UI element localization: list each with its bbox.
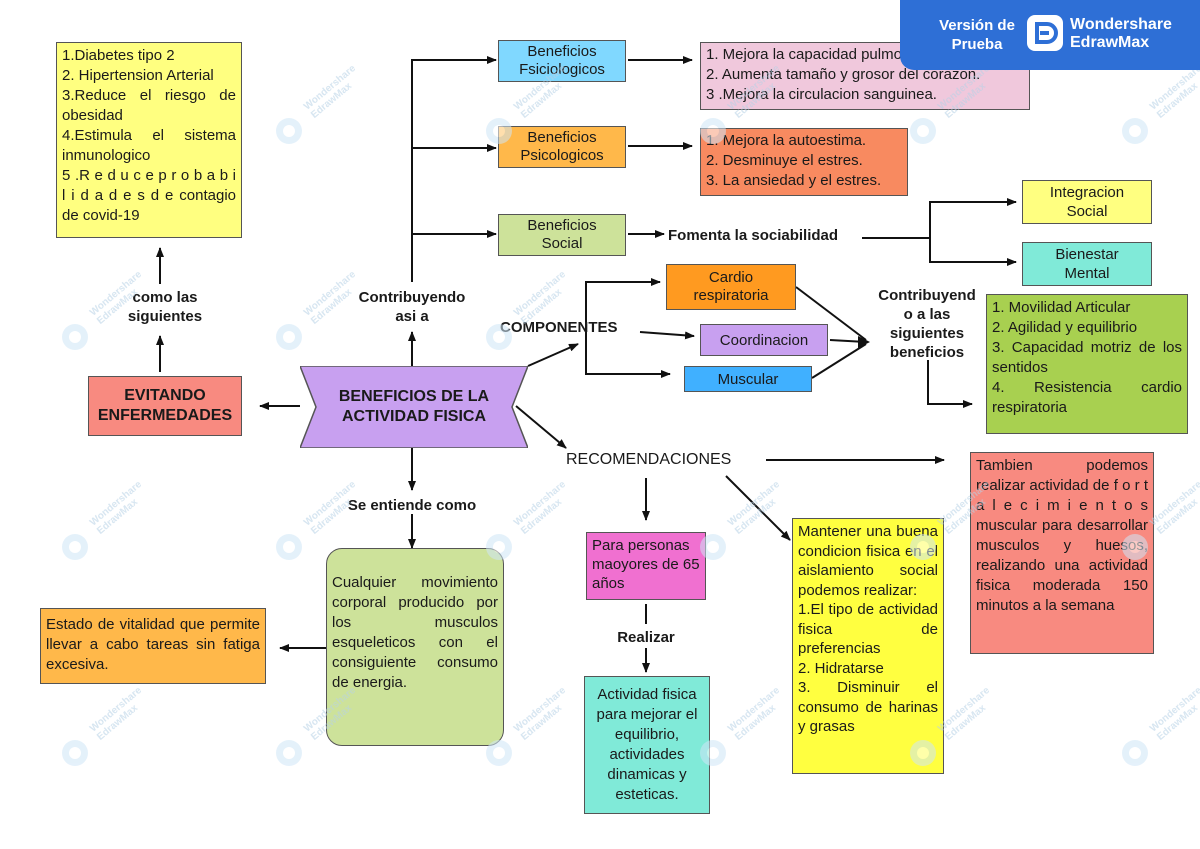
fisio-line2: Fsiciologicos: [519, 61, 605, 78]
label-fomenta-sociabilidad: Fomenta la sociabilidad: [668, 227, 839, 244]
como-line2: siguientes: [127, 308, 203, 325]
evitando-line1: EVITANDO: [124, 387, 206, 404]
integracion-line2: Social: [1066, 203, 1108, 220]
node-mantener-condicion: Mantener una buena condicion fisica en e…: [792, 518, 944, 774]
contrib-benef-line2: o a las: [903, 306, 951, 323]
arrow-to-comp-benefits: [927, 360, 973, 408]
enf-item-3: 3.Reduce el riesgo de obesidad: [62, 87, 236, 124]
node-beneficios-social: Beneficios Social: [498, 214, 626, 256]
bienestar-line2: Mental: [1064, 265, 1110, 282]
enf-item-1: 1.Diabetes tipo 2: [62, 47, 175, 64]
line-cardio-merge: [795, 286, 867, 341]
social-line2: Social: [541, 235, 583, 252]
node-bienestar-mental: Bienestar Mental: [1022, 242, 1152, 286]
mantener-item-3: 3. Disminuir el consumo de harinas y gra…: [798, 679, 938, 735]
label-recomendaciones: RECOMENDACIONES: [566, 451, 732, 468]
cardio-line2: respiratoria: [693, 287, 769, 304]
psico-item-2: 2. Desminuye el estres.: [706, 152, 863, 169]
label-como-las-siguientes: como las siguientes: [110, 288, 220, 326]
psico-item-3: 3. La ansiedad y el estres.: [706, 172, 882, 189]
tambien-text: Tambien podemos realizar actividad de f …: [976, 457, 1148, 614]
node-personas-mayores: Para personas maoyores de 65 años: [586, 532, 706, 600]
enf-item-2: 2. Hipertension Arterial: [62, 67, 214, 84]
arrow-to-muscular: [585, 344, 671, 378]
enf-item-4: 4.Estimula el sistema inmunologico: [62, 127, 236, 164]
arrow-to-coordinacion: [639, 331, 695, 340]
fisio-item-3: 3 .Mejora la circulacion sanguinea.: [706, 86, 937, 103]
arrow-to-mantener: [725, 475, 791, 541]
bienestar-line1: Bienestar: [1055, 246, 1119, 263]
evitando-line2: ENFERMEDADES: [97, 407, 233, 424]
psico-line2: Psicologicos: [520, 147, 604, 164]
contrib-line2: asi a: [395, 308, 429, 325]
arrow-to-cardio: [585, 278, 661, 344]
central-hexagon-shape: [300, 366, 528, 448]
actividad-text: Actividad fisica para mejorar el equilib…: [596, 686, 698, 803]
fisio-line1: Beneficios: [527, 43, 597, 60]
line-contribuyendo-trunk: [411, 56, 497, 282]
comp-item-2: 2. Agilidad y equilibrio: [992, 319, 1138, 336]
social-line1: Beneficios: [527, 217, 597, 234]
enf-item-5: 5 .R e d u c e p r o b a b i l i d a d e…: [62, 167, 236, 224]
psico-item-1: 1. Mejora la autoestima.: [706, 132, 867, 149]
node-enfermedades-list: 1.Diabetes tipo 2 2. Hipertension Arteri…: [56, 42, 242, 238]
mantener-intro: Mantener una buena condicion fisica en e…: [798, 523, 938, 599]
muscular-label: Muscular: [717, 370, 779, 388]
como-line1: como las: [132, 289, 198, 306]
central-title-line2: ACTIVIDAD FISICA: [342, 408, 486, 425]
node-integracion-social: Integracion Social: [1022, 180, 1152, 224]
node-psicologicos-list: 1. Mejora la autoestima. 2. Desminuye el…: [700, 128, 908, 196]
contrib-line1: Contribuyendo: [358, 289, 466, 306]
comp-item-3: 3. Capacidad motriz de los sentidos: [992, 339, 1182, 376]
line-musc-merge: [811, 343, 867, 379]
label-contribuyendo: Contribuyendo asi a: [342, 288, 482, 326]
integracion-line1: Integracion: [1049, 184, 1125, 201]
node-evitando-enfermedades: EVITANDO ENFERMEDADES: [88, 376, 242, 436]
merge-point: [858, 336, 870, 348]
cardio-line1: Cardio: [708, 269, 754, 286]
comp-item-4: 4. Resistencia cardio respiratoria: [992, 379, 1182, 416]
node-fisiologicos-list: 1. Mejora la capacidad pulmonar 2. Aumen…: [700, 42, 1030, 110]
contrib-benef-line3: siguientes: [889, 325, 965, 342]
label-componentes: COMPONENTES: [500, 319, 618, 336]
node-estado-vitalidad: Estado de vitalidad que permite llevar a…: [40, 608, 266, 684]
cualquier-text: Cualquier movimiento corporal producido …: [332, 574, 498, 691]
central-node-beneficios: BENEFICIOS DE LA ACTIVIDAD FISICA: [300, 366, 528, 448]
node-coordinacion: Coordinacion: [700, 324, 828, 356]
arrow-to-integracion: [929, 198, 1017, 238]
node-cardio-respiratoria: Cardio respiratoria: [666, 264, 796, 310]
mantener-item-1: 1.El tipo de actividad fisica de prefere…: [798, 601, 938, 657]
node-beneficios-psicologicos: Beneficios Psicologicos: [498, 126, 626, 168]
arrow-to-bienestar: [929, 238, 1017, 266]
node-cualquier-movimiento: Cualquier movimiento corporal producido …: [326, 548, 504, 746]
central-title-line1: BENEFICIOS DE LA: [338, 388, 490, 405]
trial-version-text: Versión de Prueba: [939, 17, 1015, 53]
label-realizar: Realizar: [617, 629, 675, 646]
node-tambien-podemos: Tambien podemos realizar actividad de f …: [970, 452, 1154, 654]
arrow-central-recomendaciones: [515, 405, 567, 449]
coordinacion-label: Coordinacion: [719, 331, 809, 349]
node-beneficios-fisiologicos: Beneficios Fsiciologicos: [498, 40, 626, 82]
brand-name: Wondershare EdrawMax: [1070, 16, 1172, 51]
node-muscular: Muscular: [684, 366, 812, 392]
contrib-benef-line1: Contribuyend: [878, 287, 976, 304]
fisio-item-1: 1. Mejora la capacidad pulmonar: [706, 46, 924, 63]
mantener-item-2: 2. Hidratarse: [798, 659, 884, 677]
label-se-entiende-como: Se entiende como: [347, 497, 477, 514]
node-componentes-beneficios-list: 1. Movilidad Articular 2. Agilidad y equ…: [986, 294, 1188, 434]
estado-text: Estado de vitalidad que permite llevar a…: [46, 616, 260, 673]
psico-line1: Beneficios: [527, 129, 597, 146]
fisio-item-2: 2. Aumenta tamaño y grosor del corazon.: [706, 66, 981, 83]
comp-item-1: 1. Movilidad Articular: [992, 299, 1131, 316]
edrawmax-logo-icon: [1027, 15, 1063, 51]
arrow-central-componentes: [527, 343, 579, 367]
trial-version-badge[interactable]: Versión de Prueba Wondershare EdrawMax: [900, 0, 1200, 70]
contrib-benef-line4: beneficios: [889, 344, 965, 361]
node-actividad-fisica: Actividad fisica para mejorar el equilib…: [584, 676, 710, 814]
personas-text: Para personas maoyores de 65 años: [592, 537, 700, 592]
label-contribuyendo-beneficios: Contribuyend o a las siguientes benefici…: [868, 286, 986, 362]
